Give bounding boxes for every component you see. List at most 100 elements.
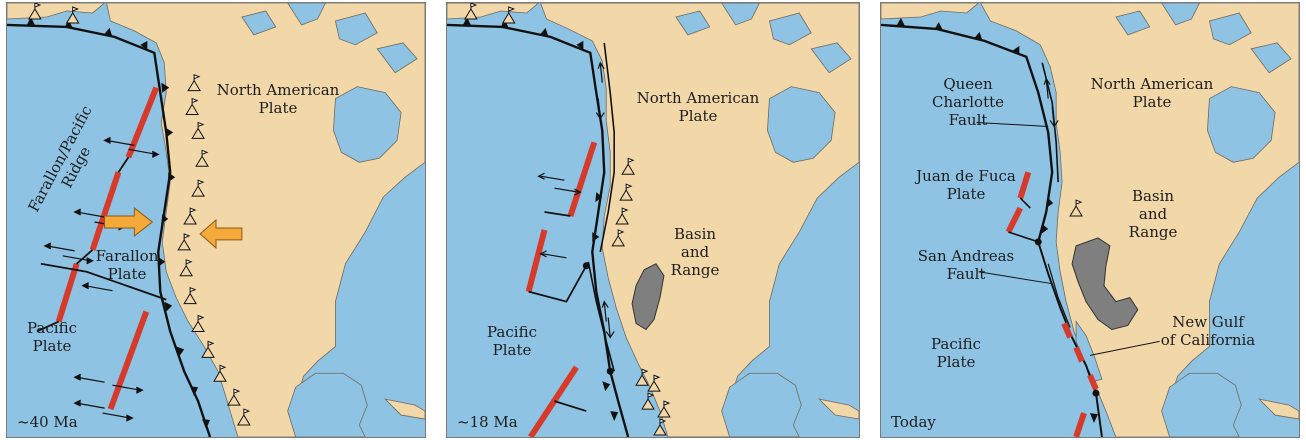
farallon-plate-boundary — [40, 262, 167, 301]
label-line: Juan de Fuca — [916, 167, 1016, 185]
transform-fault — [76, 249, 94, 265]
volcano-icon — [187, 73, 201, 92]
subduction-zone — [7, 23, 212, 437]
spreading-arrow-icon — [81, 282, 113, 292]
juan-de-fuca-ridge — [1005, 171, 1099, 437]
alaska-coast — [447, 3, 540, 20]
subduction-zone — [447, 23, 630, 437]
queen-charlotte-leader — [976, 121, 1049, 127]
farallon-plate-label: Farallon Plate — [87, 247, 167, 283]
volcano-icon — [611, 229, 626, 247]
transform-fault — [1019, 197, 1031, 209]
hudson-bay — [1207, 86, 1276, 163]
volcano-icon — [28, 3, 42, 20]
label-line: Charlotte — [931, 93, 1004, 111]
volcano-icon — [619, 183, 633, 201]
subduction-triangle-icon — [140, 40, 148, 50]
map-40-ma — [7, 3, 425, 437]
ridge-segment — [55, 262, 80, 323]
volcano-icon — [177, 233, 192, 251]
label-line: Plate — [107, 265, 147, 283]
motion-arrow-icon — [554, 187, 582, 196]
subduction-teeth — [26, 16, 211, 429]
volcano-icon — [1069, 199, 1083, 217]
hudson-bay — [767, 86, 836, 163]
volcano-icon — [183, 286, 197, 305]
label-line: Queen — [943, 75, 993, 93]
ridge-segment — [1005, 206, 1024, 234]
triple-junction-dot-icon — [1034, 238, 1042, 246]
triple-junction-dot-icon — [582, 262, 590, 270]
transform-fault — [528, 265, 588, 303]
subduction-triangle-icon — [64, 19, 73, 28]
arctic-island — [1115, 10, 1151, 36]
subduction-triangle-icon — [462, 16, 471, 25]
subduction-zone — [881, 23, 1054, 243]
arctic-island — [241, 10, 277, 36]
subduction-triangle-icon — [540, 27, 549, 37]
subduction-triangle-icon — [190, 386, 199, 397]
volcano-icon — [657, 400, 671, 418]
volcano-icon — [501, 6, 516, 24]
north-america-landmass — [106, 3, 425, 437]
ridge-segment — [89, 171, 122, 251]
plate-motion-arrow-icon — [104, 207, 154, 237]
label-line: Pacific — [487, 323, 537, 341]
map-today — [881, 3, 1299, 437]
subduction-triangle-icon — [500, 19, 509, 28]
label-line: New Gulf — [1172, 313, 1244, 331]
new-gulf-of-california-label: New Gulf of California — [1153, 313, 1263, 349]
label-line: Plate — [946, 185, 986, 203]
label-line: Fault — [946, 265, 986, 283]
volcano-icon — [647, 374, 661, 392]
label-line: Plate — [258, 99, 298, 117]
arctic-island — [810, 42, 852, 74]
ridge-segment — [525, 229, 548, 293]
subduction-triangle-icon — [165, 127, 174, 138]
motion-arrow-icon — [605, 317, 615, 339]
subduction-triangle-icon — [104, 27, 113, 37]
map-panel-18-ma: North American Plate Basin and Range Pac… — [446, 2, 860, 438]
spreading-arrow-icon — [112, 384, 144, 394]
transform-fault — [554, 400, 587, 412]
motion-arrow-icon — [537, 172, 565, 181]
spreading-arrow-icon — [128, 148, 160, 158]
ridge-segment — [528, 365, 579, 437]
subduction-triangle-icon — [934, 21, 943, 30]
pacific-plate-label: Pacific Plate — [921, 335, 991, 371]
label-line: Plate — [492, 341, 532, 359]
basin-and-range — [1071, 237, 1139, 331]
transform-fault — [36, 320, 60, 333]
map-18-ma — [447, 3, 859, 437]
volcano-chain — [464, 3, 671, 436]
alaska-coast — [7, 3, 106, 20]
gulf-of-mexico — [1161, 372, 1242, 437]
subduction-triangle-icon — [164, 301, 173, 312]
arctic-island — [768, 12, 812, 46]
san-andreas-fault-trace — [1047, 263, 1071, 328]
arctic-island — [376, 42, 418, 74]
label-line: Range — [1128, 223, 1178, 241]
ridge-transforms — [528, 211, 588, 412]
label-line: Farallon — [95, 247, 159, 265]
volcano-icon — [213, 364, 227, 382]
spreading-arrow-icon — [73, 373, 105, 383]
map-panel-40-ma: North American Plate Farallon/Pacific Ri… — [6, 2, 426, 438]
label-line: San Andreas — [917, 247, 1015, 265]
volcano-icon — [635, 368, 649, 386]
arctic-island — [334, 12, 378, 46]
label-line: and — [1138, 205, 1168, 223]
subduction-triangle-icon — [161, 82, 170, 93]
label-line: and — [680, 243, 710, 261]
volcano-icon — [237, 408, 251, 426]
ridge-transforms — [1008, 197, 1039, 243]
ridge-segment — [1087, 374, 1099, 391]
spreading-arrow-icon — [73, 208, 105, 218]
spreading-arrow-icon — [73, 399, 105, 409]
motion-arrow-icon — [595, 98, 605, 120]
subduction-triangle-icon — [1046, 198, 1054, 209]
motion-arrow-icon — [597, 61, 605, 83]
subduction-triangle-icon — [576, 40, 584, 50]
spreading-arrow-icon — [43, 242, 75, 252]
transform-fault — [544, 211, 571, 217]
